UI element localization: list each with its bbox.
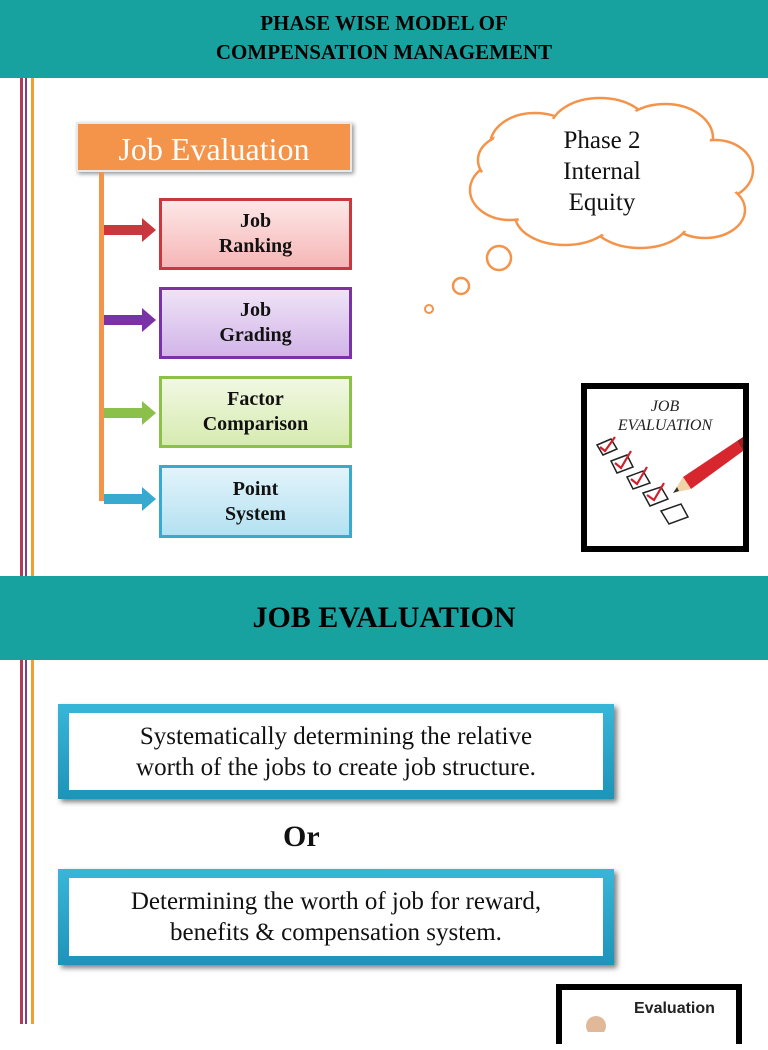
person-icon <box>586 1016 606 1032</box>
or-separator: Or <box>283 820 320 853</box>
definition-1-line1: Systematically determining the relative <box>139 722 533 750</box>
thought-cloud-icon <box>424 96 755 314</box>
job-evaluation-image: JOB EVALUATION <box>581 383 749 552</box>
method-line2: Comparison <box>202 413 309 435</box>
definition-box-2: Determining the worth of job for reward,… <box>58 869 614 965</box>
cloud-line3: Equity <box>568 189 636 216</box>
top-banner-line2: COMPENSATION MANAGEMENT <box>215 40 553 64</box>
branch-1 <box>99 228 105 232</box>
cloud-line1: Phase 2 <box>563 127 641 154</box>
checklist-pencil-icon <box>595 436 743 525</box>
evaluation-label: Evaluation <box>634 1000 715 1017</box>
method-line2: Grading <box>219 324 292 346</box>
method-box-factor-comparison: Factor Comparison <box>159 376 352 448</box>
top-banner: PHASE WISE MODEL OF COMPENSATION MANAGEM… <box>0 0 768 78</box>
thought-cloud-text: Phase 2 Internal Equity <box>540 125 664 218</box>
method-box-point-system: Point System <box>159 465 352 538</box>
method-line1: Job <box>239 210 272 232</box>
arrow-right-icon <box>104 487 156 511</box>
definition-2-line2: benefits & compensation system. <box>170 919 502 946</box>
image-caption-line2: EVALUATION <box>617 417 713 434</box>
method-box-job-grading: Job Grading <box>159 287 352 359</box>
branch-3 <box>99 413 105 417</box>
image-caption-line1: JOB <box>650 398 680 415</box>
arrow-right-icon <box>104 308 156 332</box>
margin-line-red <box>20 0 23 1024</box>
method-box-job-ranking: Job Ranking <box>159 198 352 270</box>
margin-line-purple <box>25 0 27 1024</box>
definition-1-line2: worth of the jobs to create job structur… <box>136 753 536 781</box>
section-banner: JOB EVALUATION <box>0 576 768 660</box>
definition-2-line1: Determining the worth of job for reward, <box>130 888 542 915</box>
branch-2 <box>99 318 105 322</box>
diagram-connector-trunk <box>99 172 104 500</box>
arrow-right-icon <box>104 218 156 242</box>
top-banner-line1: PHASE WISE MODEL OF <box>260 11 508 35</box>
diagram-header: Job Evaluation <box>76 122 352 172</box>
evaluation-image: Evaluation <box>556 984 742 1050</box>
method-line2: System <box>224 502 287 525</box>
arrow-right-icon <box>104 401 156 425</box>
branch-4 <box>99 497 105 501</box>
method-line1: Factor <box>227 388 284 410</box>
definition-box-1: Systematically determining the relative … <box>58 704 614 799</box>
method-line2: Ranking <box>218 235 293 257</box>
method-line1: Job <box>239 299 272 321</box>
margin-line-orange <box>31 0 34 1024</box>
method-line1: Point <box>232 477 279 500</box>
image-caption: JOB EVALUATION <box>587 397 743 435</box>
cloud-line2: Internal <box>563 158 641 185</box>
